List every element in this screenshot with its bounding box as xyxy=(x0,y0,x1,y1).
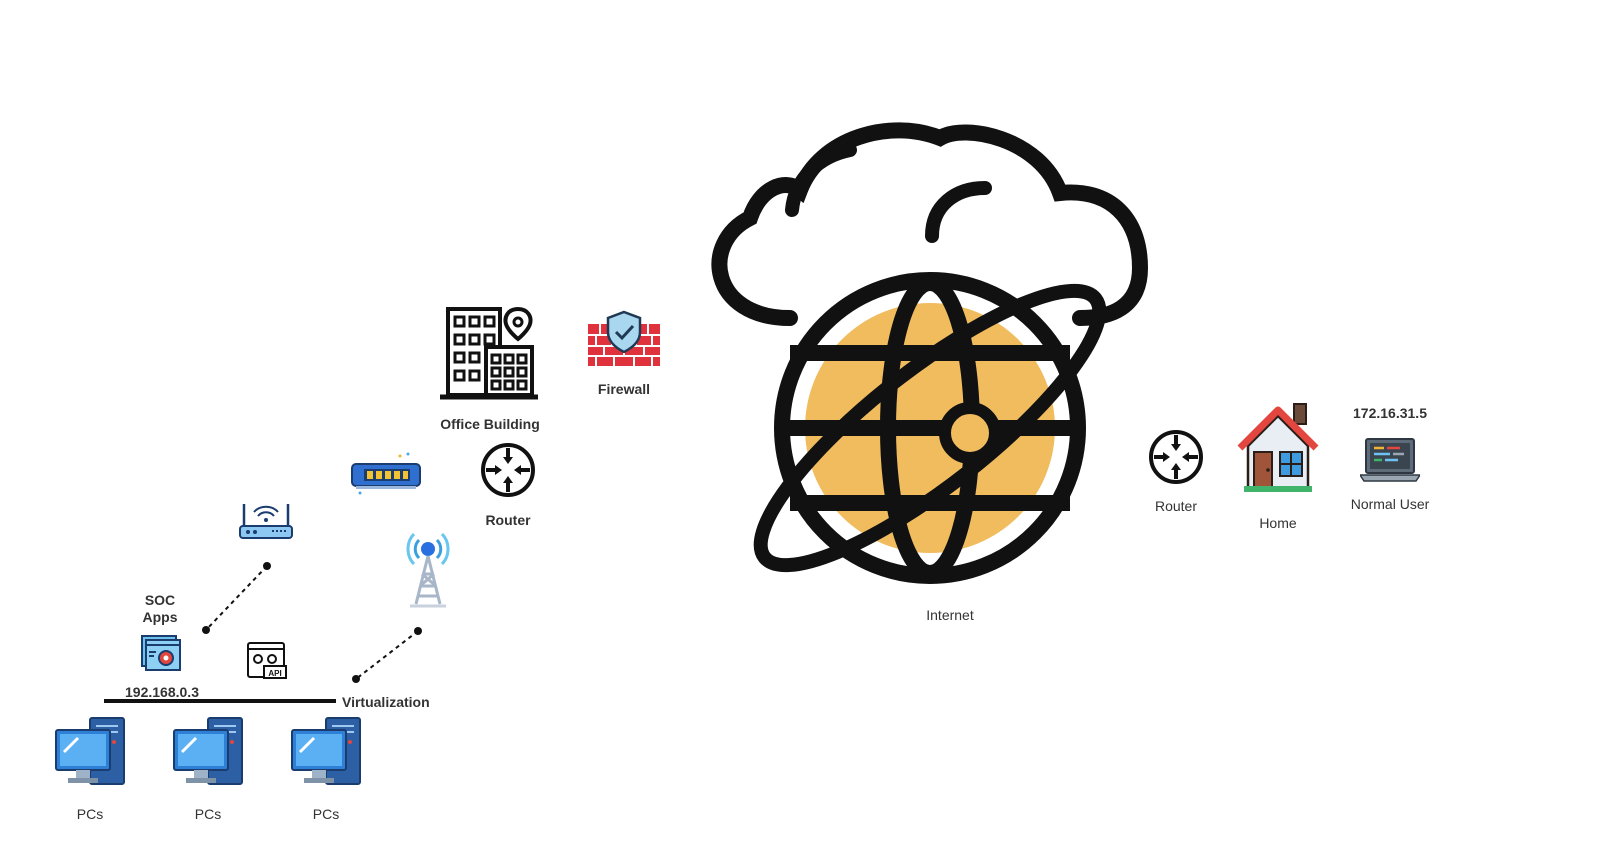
pcs-label-3: PCs xyxy=(312,806,340,822)
pcs-label-2: PCs xyxy=(194,806,222,822)
wifi-link-end xyxy=(263,562,271,570)
soc-apps-label-line2: Apps xyxy=(142,609,178,625)
desktop-pc-icon xyxy=(172,716,244,786)
internet-cloud-globe-icon xyxy=(700,118,1175,593)
orbit-satellite xyxy=(939,402,1001,464)
cloud-arc-right xyxy=(925,181,992,243)
wifi-link-start xyxy=(202,626,210,634)
cloud-arc-left xyxy=(785,143,857,217)
internet-label: Internet xyxy=(926,607,974,623)
router-icon[interactable] xyxy=(1148,429,1204,485)
virtualization-label: Virtualization xyxy=(342,694,430,710)
cloud-outline xyxy=(711,122,1149,326)
api-icon: API xyxy=(246,641,288,681)
router-icon[interactable] xyxy=(480,442,536,498)
house-icon xyxy=(1236,402,1320,492)
laptop-icon xyxy=(1360,437,1420,483)
wifi-link-line xyxy=(205,565,268,631)
normal-user-ip-label: 172.16.31.5 xyxy=(1353,405,1427,421)
firewall-icon xyxy=(588,310,660,366)
soc-apps-label-line1: SOC xyxy=(144,592,176,608)
network-switch-icon xyxy=(350,452,422,496)
tower-link-line xyxy=(355,630,419,680)
wifi-router-icon xyxy=(238,502,294,542)
app-settings-icon xyxy=(140,634,182,674)
desktop-pc-icon xyxy=(54,716,126,786)
normal-user-label: Normal User xyxy=(1350,496,1430,512)
office-building-label: Office Building xyxy=(440,416,540,432)
home-label: Home xyxy=(1259,515,1297,531)
tower-link-start xyxy=(352,675,360,683)
desktop-pc-icon xyxy=(290,716,362,786)
radio-tower-icon xyxy=(400,526,456,608)
router-home-label: Router xyxy=(1154,498,1198,514)
api-badge-text: API xyxy=(268,669,281,678)
orbit-ring xyxy=(753,283,1107,573)
office-building-icon xyxy=(440,305,540,405)
tower-link-end xyxy=(414,627,422,635)
firewall-label: Firewall xyxy=(597,381,651,397)
lan-ip-label: 192.168.0.3 xyxy=(125,684,199,700)
router-office-label: Router xyxy=(485,512,531,528)
pcs-label-1: PCs xyxy=(76,806,104,822)
